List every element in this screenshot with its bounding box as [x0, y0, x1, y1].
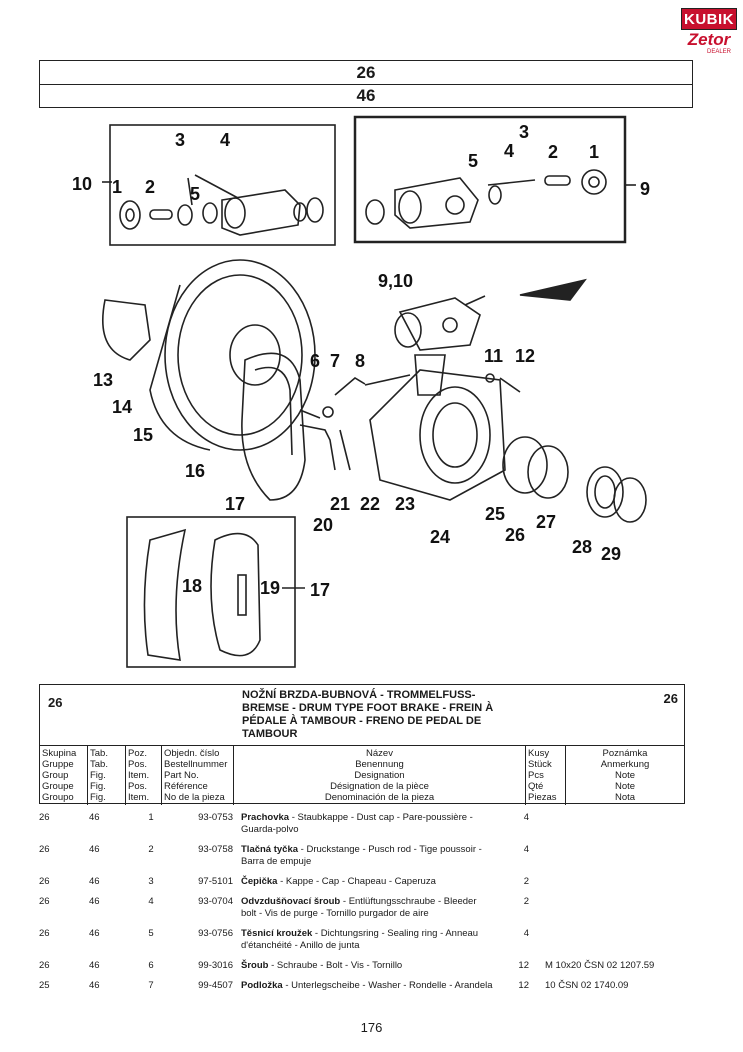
logo-bottom-text: Zetor — [687, 30, 731, 49]
diagram-label: 2 — [145, 177, 155, 197]
diagram-label: 25 — [485, 504, 505, 524]
logo-top-text: KUBIK — [681, 8, 737, 30]
parts-title: NOŽNÍ BRZDA-BUBNOVÁ - TROMMELFUSS-BREMSE… — [242, 689, 494, 740]
group-number: 26 — [356, 62, 376, 82]
diagram-label: 3 — [175, 130, 185, 150]
diagram-label: 14 — [112, 397, 132, 417]
diagram-label: 22 — [360, 494, 380, 514]
diagram-label: 29 — [601, 544, 621, 564]
diagram-label: 9,10 — [378, 271, 413, 291]
diagram-label: 24 — [430, 527, 450, 547]
figure-number: 46 — [40, 84, 692, 107]
logo-sub-text: DEALER — [706, 49, 731, 55]
kubik-zetor-logo: KUBIK Zetor DEALER — [681, 8, 737, 56]
diagram-label: 5 — [190, 184, 200, 204]
diagram-label: 16 — [185, 461, 205, 481]
page-number: 176 — [360, 1020, 383, 1035]
diagram-label: 4 — [220, 130, 230, 150]
diagram-label: 18 — [182, 576, 202, 596]
diagram-label: 9 — [640, 179, 650, 199]
diagram-label: 26 — [505, 525, 525, 545]
col-pos: Poz.Pos.Item.Pos.Item. — [126, 746, 162, 805]
diagram-label: 27 — [536, 512, 556, 532]
diagram-label: 6 — [310, 351, 320, 371]
diagram-label: 21 — [330, 494, 350, 514]
diagram-label: 11 — [484, 346, 503, 366]
diagram-label: 23 — [395, 494, 415, 514]
diagram-label: 13 — [93, 370, 113, 390]
title-group-right: 26 — [663, 691, 678, 706]
wheel-cylinder-box-right — [353, 115, 627, 244]
diagram-label: 1 — [589, 142, 599, 162]
title-group-left: 26 — [48, 695, 63, 710]
diagram-label: 20 — [313, 515, 333, 535]
diagram-label: 7 — [330, 351, 340, 371]
diagram-label: 4 — [504, 141, 514, 161]
diagram-label: 17 — [310, 580, 330, 600]
diagram-label: 8 — [355, 351, 365, 371]
diagram-label: 19 — [260, 578, 280, 598]
diagram-label: 10 — [72, 174, 92, 194]
parts-title-box: 26 NOŽNÍ BRZDA-BUBNOVÁ - TROMMELFUSS-BRE… — [39, 684, 685, 746]
diagram-label: 17 — [225, 494, 245, 514]
diagram-label: 1 — [112, 177, 122, 197]
diagram-label: 2 — [548, 142, 558, 162]
col-table: Tab.Tab.Fig.Fig.Fig. — [88, 746, 126, 805]
diagram-label: 12 — [515, 346, 535, 366]
brake-lining-detail-box — [126, 516, 296, 668]
diagram-label: 5 — [468, 151, 478, 171]
wheel-cylinder-box-left — [109, 124, 336, 246]
diagram-label: 28 — [572, 537, 592, 557]
diagram-label: 3 — [519, 122, 529, 142]
diagram-label: 15 — [133, 425, 153, 445]
exploded-view-diagram: 1 2 3 4 5 10 1 2 3 4 5 9 9,10 6 7 8 11 1… — [72, 115, 650, 668]
group-figure-header: 26 46 — [39, 60, 693, 108]
